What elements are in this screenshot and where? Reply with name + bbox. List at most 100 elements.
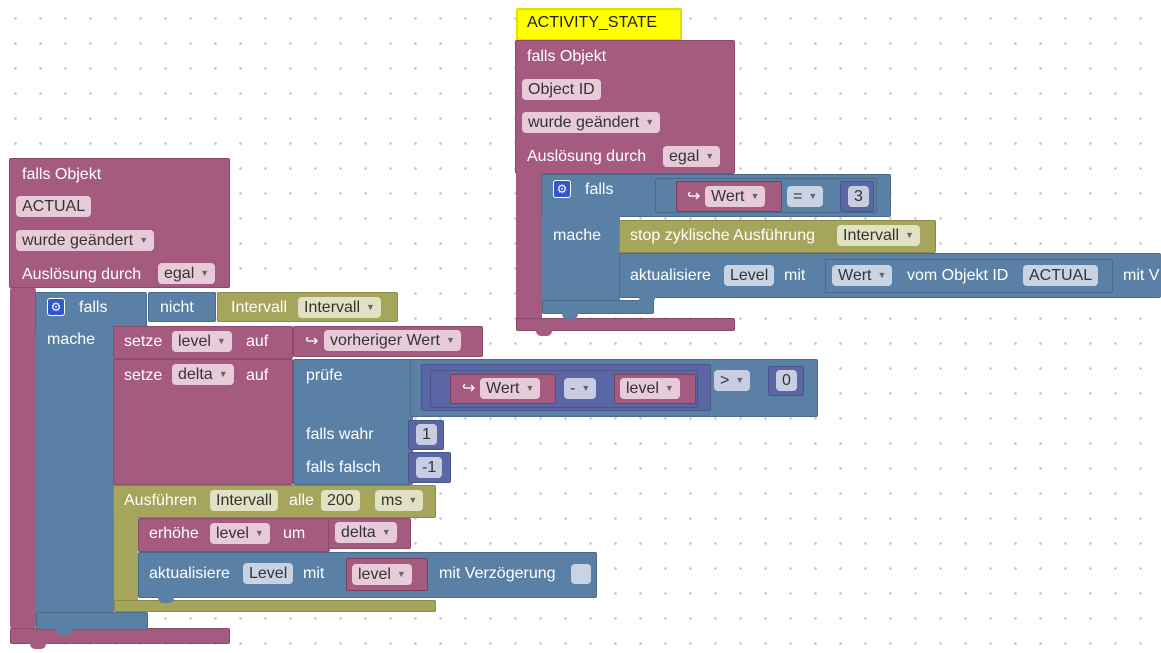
left-exec-unit-dropdown[interactable]: ms▼ bbox=[375, 490, 424, 511]
left-zero-field[interactable]: 0 bbox=[776, 370, 797, 391]
left-delta-value: delta bbox=[341, 524, 376, 541]
left-exec-unit: ms bbox=[381, 492, 403, 509]
left-exec-every: alle bbox=[289, 492, 314, 509]
right-stop-interval: Intervall bbox=[843, 227, 900, 244]
right-trigger-bottom-nub bbox=[536, 330, 552, 336]
left-event-value: wurde geändert bbox=[22, 232, 134, 249]
left-trigger-by-dropdown[interactable]: egal ▼ bbox=[158, 263, 216, 284]
chevron-down-icon: ▼ bbox=[200, 268, 210, 278]
right-trigger-by-label: Auslösung durch bbox=[527, 148, 647, 165]
chevron-down-icon: ▼ bbox=[808, 191, 818, 201]
left-trigger-by-value: egal bbox=[164, 265, 195, 282]
right-hat-label: ACTIVITY_STATE bbox=[527, 14, 658, 31]
left-exec-bottom bbox=[114, 600, 436, 612]
left-ternary-block[interactable] bbox=[293, 359, 413, 485]
chevron-down-icon: ▼ bbox=[381, 527, 391, 537]
right-update-target-field[interactable]: Level bbox=[724, 265, 775, 286]
right-stop-label: stop zyklische Ausführung bbox=[630, 227, 815, 244]
right-wert-dropdown[interactable]: Wert▼ bbox=[705, 186, 766, 207]
left-wert-dropdown[interactable]: Wert ▼ bbox=[480, 378, 541, 399]
left-set-level-var: level bbox=[178, 333, 211, 350]
left-update-with: mit bbox=[303, 565, 325, 582]
left-true-field[interactable]: 1 bbox=[416, 424, 437, 445]
left-update-level-value: level bbox=[358, 566, 391, 583]
chevron-down-icon: ▼ bbox=[396, 569, 406, 579]
left-if-spine bbox=[36, 334, 114, 615]
left-not-block[interactable] bbox=[148, 292, 216, 322]
left-ternary-check-label: prüfe bbox=[306, 367, 343, 384]
left-set-level-var-dropdown[interactable]: level▼ bbox=[172, 331, 232, 352]
right-equals-dropdown[interactable]: =▼ bbox=[787, 186, 824, 207]
chevron-down-icon: ▼ bbox=[581, 383, 591, 393]
chevron-down-icon: ▼ bbox=[525, 383, 535, 393]
right-if-label: falls bbox=[585, 181, 614, 198]
left-update-level-dropdown[interactable]: level ▼ bbox=[352, 564, 412, 585]
right-getvalue-object-field[interactable]: ACTUAL bbox=[1023, 265, 1099, 286]
left-update-target-field[interactable]: Level bbox=[243, 563, 294, 584]
right-getvalue-dropdown[interactable]: Wert ▼ bbox=[832, 265, 893, 286]
left-increase-var-dropdown[interactable]: level ▼ bbox=[210, 523, 270, 544]
left-if-true-label: falls wahr bbox=[306, 426, 374, 443]
return-arrow-icon: ↪ bbox=[462, 380, 476, 397]
left-set-level-to: auf bbox=[246, 333, 269, 350]
gear-icon[interactable]: ⚙ bbox=[47, 298, 65, 316]
left-exec-label: Ausführen bbox=[124, 492, 197, 509]
left-trigger-title: falls Objekt bbox=[22, 166, 102, 183]
chevron-down-icon: ▼ bbox=[366, 302, 375, 312]
left-increase-label: erhöhe bbox=[149, 525, 199, 542]
gear-icon[interactable]: ⚙ bbox=[553, 180, 571, 198]
right-stop-interval-dropdown[interactable]: Intervall▼ bbox=[837, 225, 920, 246]
left-trigger-spine bbox=[10, 288, 36, 628]
left-exec-ms-field[interactable]: 200 bbox=[321, 490, 360, 511]
left-minus-dropdown[interactable]: -▼ bbox=[564, 378, 597, 399]
chevron-down-icon: ▼ bbox=[445, 335, 455, 345]
right-update-bottom-nub bbox=[639, 297, 655, 303]
right-event-dropdown[interactable]: wurde geändert▼ bbox=[522, 112, 661, 133]
left-wert-value: Wert bbox=[486, 380, 520, 397]
right-trigger-title: falls Objekt bbox=[527, 48, 607, 65]
left-exec-spine bbox=[114, 517, 138, 603]
return-arrow-icon: ↪ bbox=[305, 333, 319, 350]
right-num-field[interactable]: 3 bbox=[848, 186, 869, 207]
left-trigger-by-label: Auslösung durch bbox=[22, 266, 142, 283]
left-set-delta-to: auf bbox=[246, 367, 269, 384]
left-minus-op: - bbox=[570, 380, 576, 397]
left-level-var-dropdown[interactable]: level ▼ bbox=[620, 378, 680, 399]
left-level-var-value: level bbox=[626, 380, 659, 397]
right-trigger-by-value: egal bbox=[669, 148, 700, 165]
right-object-id-field[interactable]: Object ID bbox=[522, 79, 601, 100]
left-increase-by: um bbox=[283, 525, 306, 542]
left-compare-op: > bbox=[720, 372, 730, 389]
left-false-field[interactable]: -1 bbox=[416, 457, 443, 478]
left-increase-var: level bbox=[216, 525, 249, 542]
left-update-delay-checkbox[interactable] bbox=[571, 564, 591, 584]
left-set-delta-label: setze bbox=[124, 367, 163, 384]
right-update-label: aktualisiere bbox=[630, 267, 711, 284]
left-set-delta-var-dropdown[interactable]: delta▼ bbox=[172, 364, 234, 385]
right-if-bottom bbox=[542, 300, 654, 314]
chevron-down-icon: ▼ bbox=[664, 383, 674, 393]
chevron-down-icon: ▼ bbox=[139, 235, 149, 245]
left-interval-check-dropdown[interactable]: Intervall▼ bbox=[298, 297, 381, 318]
left-if-bottom bbox=[36, 612, 148, 630]
chevron-down-icon: ▼ bbox=[254, 528, 264, 538]
right-wert-value: Wert bbox=[711, 188, 745, 205]
left-event-dropdown[interactable]: wurde geändert ▼ bbox=[16, 230, 155, 251]
right-getvalue-from: vom Objekt ID bbox=[907, 267, 1009, 284]
left-prev-value-dropdown[interactable]: vorheriger Wert▼ bbox=[324, 330, 461, 351]
right-update-with: mit bbox=[784, 267, 806, 284]
left-if-label: falls bbox=[79, 299, 108, 316]
chevron-down-icon: ▼ bbox=[877, 270, 887, 280]
left-update-bottom-nub bbox=[158, 597, 174, 603]
left-trigger-bottom-nub bbox=[30, 643, 46, 649]
chevron-down-icon: ▼ bbox=[218, 369, 228, 379]
right-getvalue-value: Wert bbox=[838, 267, 872, 284]
left-interval-check-label: Intervall bbox=[231, 299, 288, 316]
left-trigger-bottom bbox=[10, 628, 230, 644]
left-if-bottom-nub bbox=[56, 629, 72, 635]
left-object-id-field[interactable]: ACTUAL bbox=[16, 196, 92, 217]
left-delta-dropdown[interactable]: delta ▼ bbox=[335, 522, 397, 543]
left-compare-op-dropdown[interactable]: >▼ bbox=[714, 370, 751, 391]
right-trigger-by-dropdown[interactable]: egal▼ bbox=[663, 146, 721, 167]
left-exec-interval-field[interactable]: Intervall bbox=[210, 490, 279, 511]
